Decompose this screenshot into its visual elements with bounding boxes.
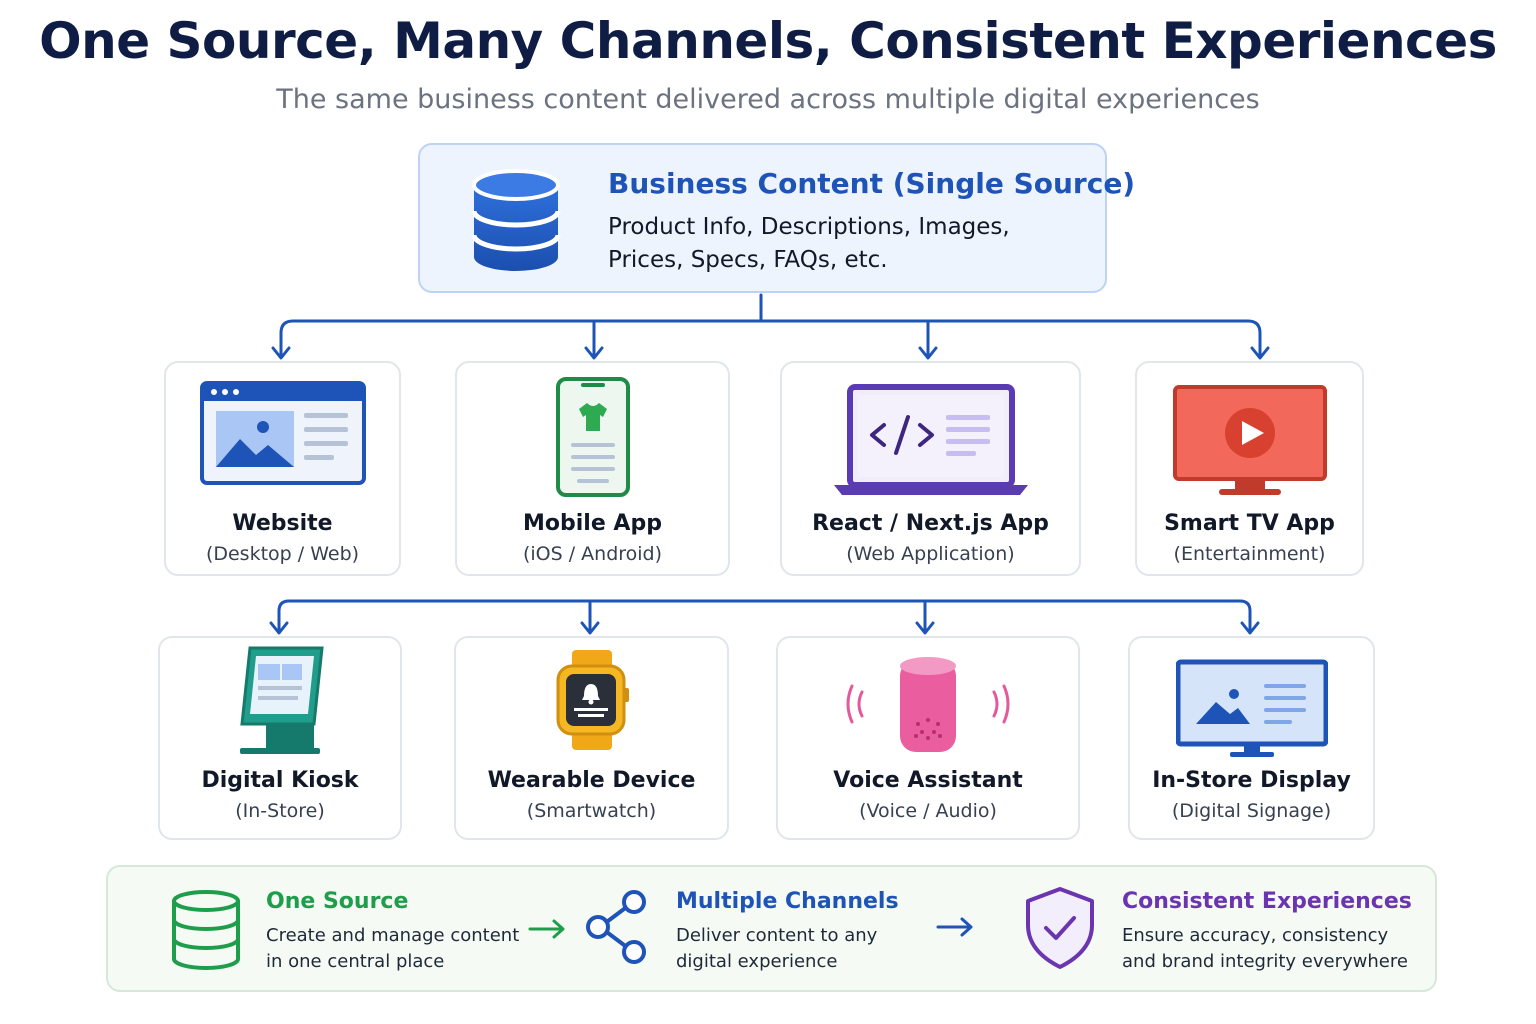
database-icon xyxy=(170,889,242,975)
channel-card-voice-assistant[interactable]: Voice Assistant (Voice / Audio) xyxy=(776,636,1080,840)
channel-name: Website xyxy=(232,511,333,536)
channel-card-in-store-display[interactable]: In-Store Display (Digital Signage) xyxy=(1128,636,1375,840)
channel-name: Digital Kiosk xyxy=(201,768,359,793)
summary-desc-one-source: Create and manage content in one central… xyxy=(266,925,520,972)
smart-speaker-icon xyxy=(778,646,1078,774)
channel-subtitle: (Digital Signage) xyxy=(1171,800,1332,822)
tv-play-icon xyxy=(1137,375,1362,503)
summary-title-multiple-channels: Multiple Channels xyxy=(676,889,899,914)
kiosk-icon xyxy=(160,644,400,772)
browser-window-icon xyxy=(166,375,399,503)
monitor-icon xyxy=(1130,646,1373,774)
source-box: Business Content (Single Source) Product… xyxy=(418,143,1135,293)
laptop-code-icon xyxy=(782,375,1079,503)
channel-subtitle: (Entertainment) xyxy=(1173,543,1326,565)
channel-name: Voice Assistant xyxy=(833,768,1023,793)
database-icon xyxy=(470,167,562,275)
channel-card-react-nextjs-app[interactable]: React / Next.js App (Web Application) xyxy=(780,361,1081,576)
channel-name: React / Next.js App xyxy=(812,511,1049,536)
source-title: Business Content (Single Source) xyxy=(608,167,1136,200)
channel-subtitle: (Web Application) xyxy=(846,543,1015,565)
channel-subtitle: (Smartwatch) xyxy=(526,800,657,822)
channel-card-wearable-device[interactable]: Wearable Device (Smartwatch) xyxy=(454,636,729,840)
channel-card-digital-kiosk[interactable]: Digital Kiosk (In-Store) xyxy=(158,636,402,840)
smartphone-icon xyxy=(457,375,728,503)
summary-desc-multiple-channels: Deliver content to any digital experienc… xyxy=(676,925,878,972)
channel-name: In-Store Display xyxy=(1152,768,1351,793)
summary-title-consistent-experiences: Consistent Experiences xyxy=(1122,889,1412,914)
page-title: One Source, Many Channels, Consistent Ex… xyxy=(39,12,1497,70)
summary-desc-consistent-experiences: Ensure accuracy, consistency and brand i… xyxy=(1122,925,1408,972)
channel-subtitle: (Voice / Audio) xyxy=(859,800,997,822)
channel-card-mobile-app[interactable]: Mobile App (iOS / Android) xyxy=(455,361,730,576)
channel-card-smart-tv-app[interactable]: Smart TV App (Entertainment) xyxy=(1135,361,1364,576)
smartwatch-icon xyxy=(456,644,727,772)
channel-name: Smart TV App xyxy=(1164,511,1335,536)
summary-bar: One Source Create and manage content in … xyxy=(106,865,1437,992)
channel-subtitle: (Desktop / Web) xyxy=(205,543,360,565)
channel-card-website[interactable]: Website (Desktop / Web) xyxy=(164,361,401,576)
channel-subtitle: (iOS / Android) xyxy=(522,543,663,565)
channel-name: Wearable Device xyxy=(487,768,696,793)
shield-check-icon xyxy=(1024,885,1096,975)
arrow-right-icon xyxy=(936,917,973,937)
source-description: Product Info, Descriptions, Images, Pric… xyxy=(608,214,1010,273)
channel-name: Mobile App xyxy=(523,511,662,536)
share-icon xyxy=(584,889,648,969)
page-subtitle: The same business content delivered acro… xyxy=(276,84,1260,115)
arrow-right-icon xyxy=(528,919,565,939)
summary-title-one-source: One Source xyxy=(266,889,409,914)
channel-subtitle: (In-Store) xyxy=(235,800,325,822)
